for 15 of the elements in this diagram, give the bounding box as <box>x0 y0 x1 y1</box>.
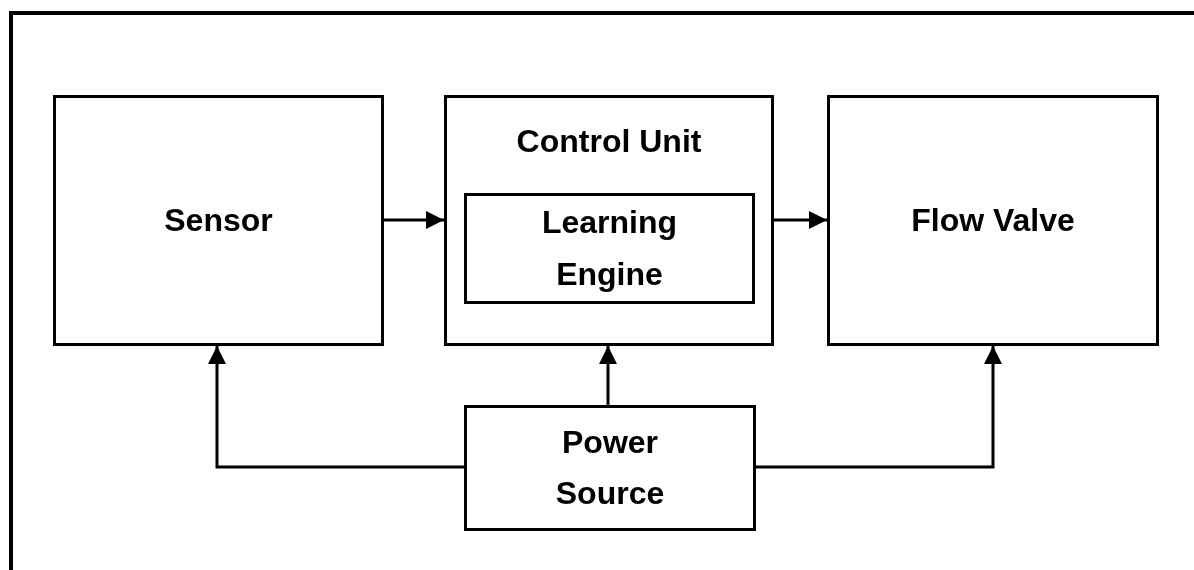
arrow <box>599 346 617 405</box>
process-box <box>444 95 774 346</box>
arrow <box>756 346 1002 469</box>
box-label: Flow Valve <box>911 200 1075 240</box>
process-box <box>53 95 384 346</box>
arrow <box>208 346 464 469</box>
box-label: Power Source <box>554 422 666 513</box>
box-label: Control Unit <box>516 122 702 161</box>
box-label: Learning Engine <box>540 203 679 294</box>
process-box <box>464 405 756 531</box>
process-box <box>827 95 1159 346</box>
box-label: Sensor <box>164 200 273 240</box>
arrow <box>384 211 444 229</box>
process-box <box>464 193 755 304</box>
arrow <box>774 211 827 229</box>
